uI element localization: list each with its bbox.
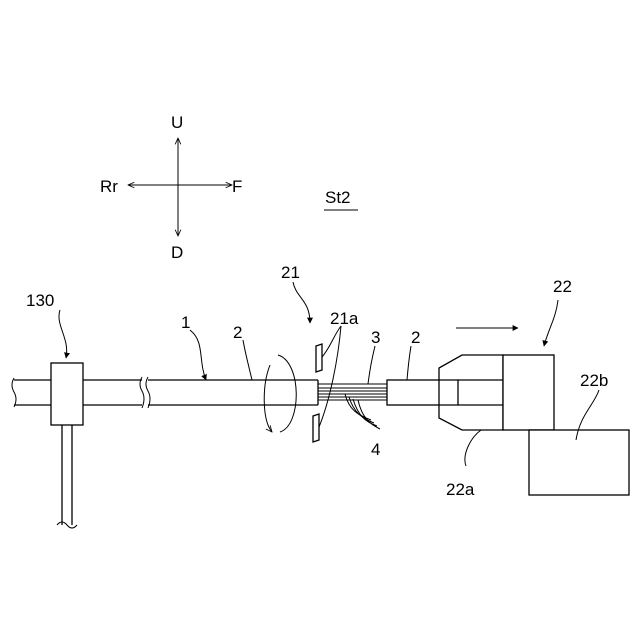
- ref-label-21a: 21a: [330, 309, 359, 328]
- ref-label-4: 4: [371, 440, 380, 459]
- dir-down-label: D: [171, 243, 183, 262]
- dir-up-label: U: [171, 113, 183, 132]
- ref-label-2-left: 2: [233, 323, 242, 342]
- ref-label-22a: 22a: [446, 480, 475, 499]
- ref-label-1: 1: [181, 313, 190, 332]
- ref-label-3: 3: [371, 328, 380, 347]
- ref-label-130: 130: [26, 291, 54, 310]
- removed-sheath: [387, 380, 439, 405]
- rotation-arrow: [264, 355, 296, 432]
- ref-label-21: 21: [281, 263, 300, 282]
- clamp-130: [51, 363, 83, 528]
- dir-rear-label: Rr: [100, 177, 118, 196]
- ref-label-22: 22: [553, 277, 572, 296]
- direction-indicator: U D Rr F: [100, 113, 242, 262]
- ref-label-2-right: 2: [411, 328, 420, 347]
- step-label: St2: [325, 188, 351, 207]
- ref-label-22b: 22b: [580, 371, 608, 390]
- dir-front-label: F: [232, 177, 242, 196]
